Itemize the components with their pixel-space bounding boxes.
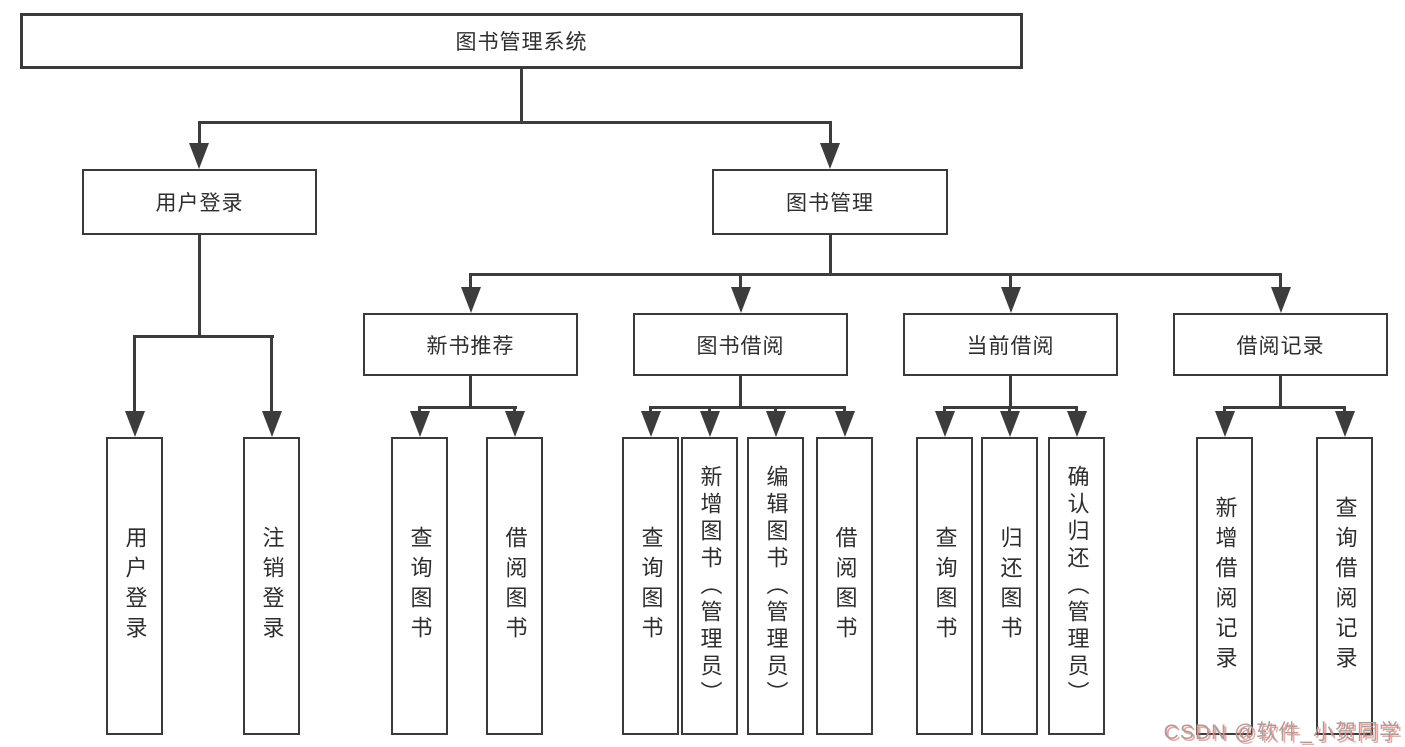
connector-to-leaf-bb-add — [708, 406, 711, 415]
arrowhead-leaf-br-query-icon — [1334, 411, 1355, 437]
leaf-bb-add: 新增图书（管理员） — [681, 437, 738, 735]
connector-new-book-rec-rail — [418, 406, 517, 409]
connector-to-leaf-bb-edit — [774, 406, 777, 415]
arrowhead-leaf-bb-add-icon — [699, 411, 720, 437]
connector-user-login-rail — [133, 335, 274, 338]
node-current-borrow: 当前借阅 — [903, 313, 1118, 376]
arrowhead-leaf-bb-borrow-icon — [834, 411, 855, 437]
leaf-cb-return: 归还图书 — [981, 437, 1038, 735]
connector-user-login-stem — [197, 235, 201, 337]
arrowhead-leaf-nb-borrow-icon — [504, 411, 525, 437]
leaf-nb-borrow-label: 借阅图书 — [502, 526, 528, 646]
connector-to-leaf-cb-confirm — [1075, 406, 1078, 415]
node-book-borrow: 图书借阅 — [633, 313, 848, 376]
arrowhead-borrow-record-icon — [1270, 287, 1291, 313]
arrowhead-leaf-br-add-icon — [1214, 411, 1235, 437]
connector-to-leaf-cb-query — [943, 406, 946, 415]
connector-to-leaf-br-add — [1223, 406, 1226, 415]
connector-borrow-record-stem — [1279, 376, 1282, 408]
leaf-user-login-label: 用户登录 — [122, 526, 148, 646]
leaf-br-add-label: 新增借阅记录 — [1212, 496, 1238, 676]
connector-to-book-borrow — [739, 273, 742, 289]
arrowhead-leaf-cb-query-icon — [934, 411, 955, 437]
node-current-borrow-label: 当前借阅 — [966, 334, 1055, 358]
connector-to-leaf-cb-return — [1008, 406, 1011, 415]
arrowhead-book-mgmt-icon — [820, 143, 840, 169]
connector-to-leaf-nb-query — [418, 406, 421, 415]
node-borrow-record-label: 借阅记录 — [1236, 334, 1325, 358]
leaf-bb-add-label: 新增图书（管理员） — [697, 464, 723, 708]
leaf-cb-return-label: 归还图书 — [997, 526, 1023, 646]
leaf-cb-confirm: 确认归还（管理员） — [1048, 437, 1105, 735]
arrowhead-leaf-bb-edit-icon — [765, 411, 786, 437]
connector-root-stem — [520, 69, 523, 123]
leaf-bb-borrow-label: 借阅图书 — [832, 526, 858, 646]
leaf-user-login: 用户登录 — [106, 437, 163, 735]
connector-current-borrow-stem — [1009, 376, 1012, 408]
arrowhead-current-borrow-icon — [1000, 287, 1021, 313]
node-root-label: 图书管理系统 — [455, 31, 588, 54]
node-borrow-record: 借阅记录 — [1173, 313, 1388, 376]
connector-to-leaf-bb-query — [649, 406, 652, 415]
arrowhead-leaf-user-login-icon — [124, 411, 145, 437]
leaf-logout: 注销登录 — [243, 437, 300, 735]
node-new-book-rec-label: 新书推荐 — [426, 334, 515, 358]
node-book-mgmt-branch-label: 图书管理 — [786, 192, 874, 215]
leaf-nb-query: 查询图书 — [391, 437, 448, 735]
connector-to-leaf-br-query — [1343, 406, 1346, 415]
connector-to-leaf-logout — [270, 335, 273, 413]
arrowhead-leaf-bb-query-icon — [640, 411, 661, 437]
leaf-br-add: 新增借阅记录 — [1196, 437, 1253, 735]
leaf-cb-query-label: 查询图书 — [932, 526, 958, 646]
connector-book-borrow-rail — [649, 406, 846, 409]
leaf-bb-borrow: 借阅图书 — [816, 437, 873, 735]
connector-to-leaf-user-login — [133, 335, 136, 413]
node-root: 图书管理系统 — [20, 13, 1023, 69]
connector-to-leaf-bb-borrow — [843, 406, 846, 415]
csdn-watermark: CSDN @软件_小贺同学 — [1163, 721, 1401, 744]
leaf-cb-confirm-label: 确认归还（管理员） — [1064, 464, 1090, 708]
arrowhead-leaf-nb-query-icon — [409, 411, 430, 437]
connector-new-book-rec-stem — [469, 376, 472, 408]
leaf-bb-edit-label: 编辑图书（管理员） — [763, 464, 789, 708]
connector-borrow-record-rail — [1223, 406, 1346, 409]
arrowhead-leaf-logout-icon — [261, 411, 282, 437]
leaf-bb-edit: 编辑图书（管理员） — [747, 437, 804, 735]
arrowhead-leaf-cb-confirm-icon — [1066, 411, 1087, 437]
connector-to-new-book-rec — [469, 273, 472, 289]
leaf-bb-query-label: 查询图书 — [638, 526, 664, 646]
node-new-book-rec: 新书推荐 — [363, 313, 578, 376]
connector-book-borrow-stem — [739, 376, 742, 408]
node-user-login-branch-label: 用户登录 — [155, 192, 244, 215]
leaf-nb-query-label: 查询图书 — [407, 526, 433, 646]
connector-level2-rail — [197, 121, 832, 124]
connector-level3-rail — [469, 273, 1282, 276]
leaf-br-query: 查询借阅记录 — [1316, 437, 1373, 735]
leaf-cb-query: 查询图书 — [916, 437, 973, 735]
connector-to-borrow-record — [1279, 273, 1282, 289]
node-user-login-branch: 用户登录 — [82, 169, 317, 235]
node-book-borrow-label: 图书借阅 — [696, 334, 785, 358]
leaf-br-query-label: 查询借阅记录 — [1332, 496, 1358, 676]
leaf-bb-query: 查询图书 — [622, 437, 679, 735]
connector-to-book-mgmt — [828, 121, 832, 145]
arrowhead-leaf-cb-return-icon — [999, 411, 1020, 437]
connector-to-leaf-nb-borrow — [513, 406, 516, 415]
connector-to-user-login — [197, 121, 201, 145]
connector-book-mgmt-stem — [828, 235, 832, 275]
arrowhead-book-borrow-icon — [730, 287, 751, 313]
leaf-nb-borrow: 借阅图书 — [486, 437, 543, 735]
node-book-mgmt-branch: 图书管理 — [712, 169, 948, 235]
arrowhead-user-login-icon — [189, 143, 209, 169]
leaf-logout-label: 注销登录 — [259, 526, 285, 646]
connector-to-current-borrow — [1009, 273, 1012, 289]
arrowhead-new-book-rec-icon — [460, 287, 481, 313]
